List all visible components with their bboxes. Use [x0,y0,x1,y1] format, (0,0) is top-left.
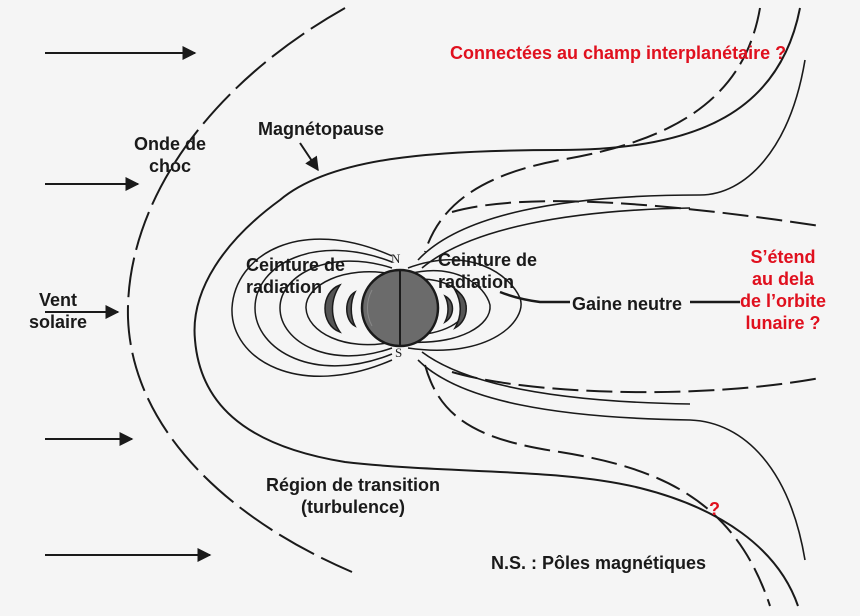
field-line [421,351,691,405]
radiation-belt-left-label: Ceinture de radiation [246,254,345,298]
magnetopause-line [193,7,801,607]
radiation-belt-left-label-line: radiation [246,277,323,297]
magnetotail-line [424,364,771,607]
radiation-belts [324,283,467,334]
field-line [254,249,393,367]
earth-shading [366,289,373,327]
neutral-sheet-label: Gaine neutre [572,294,683,314]
question-mark-label: ? [709,499,720,519]
solar-wind-label-line: Vent [38,290,77,310]
lunar-orbit-label-line: S’étend [750,247,816,267]
field-line [417,59,806,261]
lunar-orbit-label-line: lunaire ? [745,313,821,333]
dayside-field-lines [231,238,393,377]
field-line [231,238,393,377]
north-pole-label: N [391,251,401,266]
south-pole-label: S [395,345,403,360]
bow-shock-line [126,7,353,573]
radiation-belt-left-label-line: Ceinture de [246,255,346,275]
bow-shock-label-line: Onde de [133,134,206,154]
radiation-belt-right-inner [443,294,454,324]
magnetotail-dashed-lines [424,7,821,607]
solar-wind-label-line: solaire [28,312,88,332]
transition-region-label-line: (turbulence) [300,497,405,517]
field-line [305,271,393,346]
radiation-belt-right [453,288,467,330]
field-line [279,260,393,357]
magnetotail-line [451,200,821,227]
bow-shock-label: Onde de choc [125,133,215,177]
tail-field-lines [417,59,806,561]
field-line [421,207,691,269]
radiation-belt-right-label: Ceinture de radiation [438,249,537,293]
radiation-belt-right-label-line: radiation [438,272,515,292]
solar-wind-label: Vent solaire [18,289,98,333]
neutral-sheet-line [499,290,740,304]
interplanetary-connection-label: Connectées au champ interplanétaire ? [450,43,787,63]
transition-region-label-line: Région de transition [265,475,440,495]
solar-wind-arrows [45,46,212,562]
lunar-orbit-label: S’étend au dela de l’orbite lunaire ? [730,246,836,334]
magnetotail-line [451,371,821,394]
bow-shock-label-line: choc [148,156,191,176]
magnetopause-label: Magnétopause [258,119,385,139]
lunar-orbit-label-line: au dela [751,269,815,289]
radiation-belt-right-label-line: Ceinture de [438,250,538,270]
magnetic-poles-legend: N.S. : Pôles magnétiques [491,553,707,573]
lunar-orbit-label-line: de l’orbite [739,291,826,311]
field-line [407,269,491,344]
magnetotail-line [424,7,761,253]
radiation-belt-left [324,283,342,334]
transition-region-label: Région de transition (turbulence) [248,474,458,518]
field-line [417,359,806,561]
radiation-belt-left-inner [346,290,357,328]
